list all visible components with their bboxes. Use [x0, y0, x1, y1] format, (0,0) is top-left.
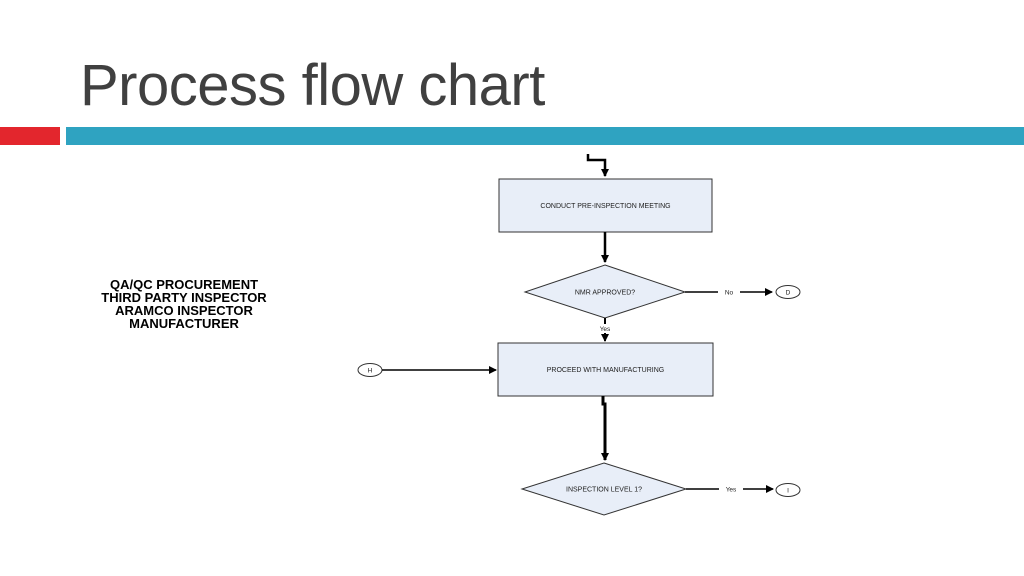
inspection-level-diamond [520, 462, 688, 516]
pre-inspection-box [498, 178, 713, 233]
role-aramco-inspector: ARAMCO INSPECTOR [115, 303, 253, 318]
yes-label-bg-1 [594, 324, 616, 333]
nmr-decision-label: NMR APPROVED? [575, 290, 635, 297]
no-label-bg [718, 286, 740, 297]
yes-label-1: Yes [600, 326, 611, 333]
roles-list: QA/QC PROCUREMENT THIRD PARTY INSPECTOR … [44, 278, 324, 330]
pre-inspection-label: CONDUCT PRE-INSPECTION MEETING [540, 203, 670, 210]
yes-label-bg-2 [719, 484, 743, 494]
accent-bar-red [0, 127, 60, 145]
role-qa-qc-procurement: QA/QC PROCUREMENT [109, 277, 259, 292]
manufacturing-box [497, 342, 714, 397]
connector-i [775, 483, 801, 497]
connector-h-label: H [368, 368, 373, 375]
connector-d [775, 285, 801, 299]
no-label: No [725, 290, 734, 297]
role-third-party-inspector: THIRD PARTY INSPECTOR [101, 290, 267, 305]
incoming-arrow [586, 154, 609, 177]
connector-i-label: I [787, 488, 789, 495]
role-manufacturer: MANUFACTURER [129, 316, 239, 331]
page-title: Process flow chart [80, 53, 545, 118]
inspection-level-label: INSPECTION LEVEL 1? [566, 487, 642, 494]
connector-d-label: D [786, 290, 791, 297]
arrow-to-inspection-decision [601, 396, 609, 461]
manufacturing-label: PROCEED WITH MANUFACTURING [547, 367, 664, 374]
yes-label-2: Yes [726, 487, 737, 494]
accent-bar-blue [66, 127, 1024, 145]
